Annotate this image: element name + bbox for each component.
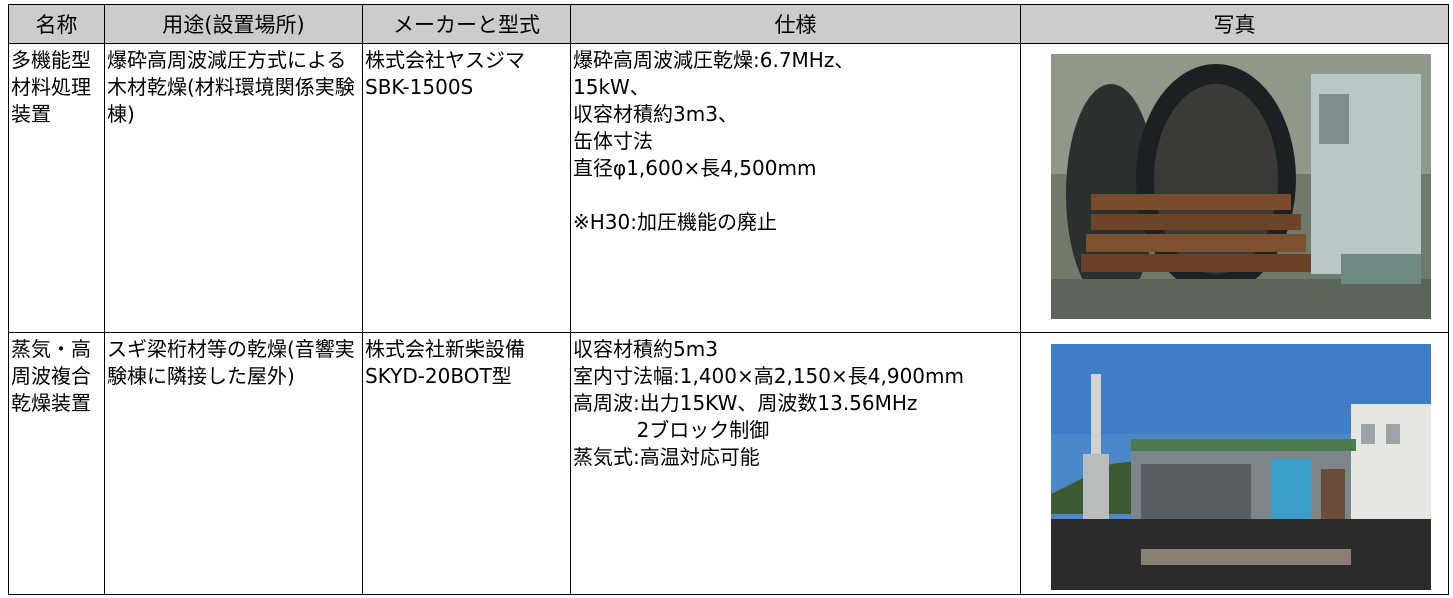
cell-maker: 株式会社新柴設備 SKYD-20BOT型 <box>362 332 571 595</box>
header-name: 名称 <box>8 4 105 44</box>
cell-spec: 収容材積約5m3 室内寸法幅:1,400×高2,150×長4,900mm 高周波… <box>570 332 1021 595</box>
header-photo: 写真 <box>1020 4 1449 44</box>
cell-maker: 株式会社ヤスジマ SBK-1500S <box>362 43 571 333</box>
table-header-row: 名称 用途(設置場所) メーカーと型式 仕様 写真 <box>8 4 1449 44</box>
wood-drying-autoclave-photo <box>1051 54 1431 319</box>
cell-photo <box>1020 332 1449 595</box>
row2-purpose: スギ梁桁材等の乾燥(音響実験棟に隣接した屋外) <box>107 337 355 388</box>
header-spec: 仕様 <box>570 4 1021 44</box>
table-row: 多機能型材料処理装置 爆砕高周波減圧方式による木材乾燥(材料環境関係実験棟) 株… <box>8 43 1449 333</box>
equipment-table: 名称 用途(設置場所) メーカーと型式 仕様 写真 多機能型材料処理装置 爆砕高… <box>8 4 1449 595</box>
cell-spec: 爆砕高周波減圧乾燥:6.7MHz、 15kW、 収容材積約3m3、 缶体寸法 直… <box>570 43 1021 333</box>
row2-name: 蒸気・高周波複合乾燥装置 <box>11 337 91 415</box>
cell-purpose: 爆砕高周波減圧方式による木材乾燥(材料環境関係実験棟) <box>104 43 363 333</box>
steam-hf-dryer-building-photo <box>1051 344 1431 590</box>
cell-photo <box>1020 43 1449 333</box>
cell-name: 蒸気・高周波複合乾燥装置 <box>8 332 105 595</box>
table-row: 蒸気・高周波複合乾燥装置 スギ梁桁材等の乾燥(音響実験棟に隣接した屋外) 株式会… <box>8 332 1449 595</box>
header-purpose: 用途(設置場所) <box>104 4 363 44</box>
row1-name: 多機能型材料処理装置 <box>11 48 91 126</box>
header-maker: メーカーと型式 <box>362 4 571 44</box>
row1-purpose: 爆砕高周波減圧方式による木材乾燥(材料環境関係実験棟) <box>107 48 355 126</box>
cell-purpose: スギ梁桁材等の乾燥(音響実験棟に隣接した屋外) <box>104 332 363 595</box>
row2-spec: 収容材積約5m3 室内寸法幅:1,400×高2,150×長4,900mm 高周波… <box>573 337 964 469</box>
row1-spec: 爆砕高周波減圧乾燥:6.7MHz、 15kW、 収容材積約3m3、 缶体寸法 直… <box>573 48 855 234</box>
cell-name: 多機能型材料処理装置 <box>8 43 105 333</box>
row1-maker: 株式会社ヤスジマ SBK-1500S <box>365 48 525 99</box>
row2-maker: 株式会社新柴設備 SKYD-20BOT型 <box>365 337 525 388</box>
